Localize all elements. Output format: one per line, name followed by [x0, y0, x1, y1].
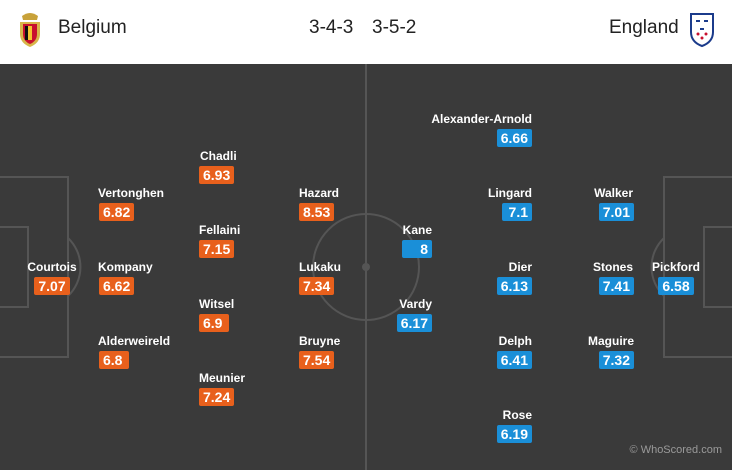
- player-rating: 6.93: [199, 166, 235, 184]
- player-name: Dier: [508, 260, 532, 274]
- home-player-chadli[interactable]: Chadli 6.93: [190, 149, 250, 185]
- home-formation: 3-4-3: [309, 17, 354, 38]
- away-player-alexander-arnold[interactable]: Alexander-Arnold 6.66: [420, 112, 536, 148]
- player-rating: 7.1: [502, 203, 532, 221]
- player-rating: 6.62: [99, 277, 135, 295]
- england-crest-icon: [688, 10, 716, 53]
- home-player-fellaini[interactable]: Fellaini 7.15: [190, 223, 250, 259]
- player-name: Rose: [502, 408, 532, 422]
- pitch-markings: [0, 64, 732, 470]
- away-player-rose[interactable]: Rose 6.19: [476, 408, 536, 444]
- home-player-meunier[interactable]: Meunier 7.24: [190, 371, 250, 407]
- player-name: Stones: [592, 260, 633, 274]
- away-player-delph[interactable]: Delph 6.41: [476, 334, 536, 370]
- away-player-maguire[interactable]: Maguire 7.32: [578, 334, 648, 370]
- home-team-name: Belgium: [58, 17, 127, 38]
- away-player-stones[interactable]: Stones 7.41: [588, 260, 648, 296]
- whoscored-credit: © WhoScored.com: [629, 444, 722, 456]
- player-rating: 6.8: [99, 351, 129, 369]
- player-name: Witsel: [199, 297, 235, 311]
- player-name: Delph: [498, 334, 532, 348]
- player-name: Hazard: [299, 186, 340, 200]
- away-player-kane[interactable]: Kane 8: [376, 223, 436, 259]
- player-name: Meunier: [199, 371, 246, 385]
- player-rating: 7.41: [598, 277, 634, 295]
- home-player-vertonghen[interactable]: Vertonghen 6.82: [88, 186, 176, 222]
- player-rating: 6.9: [199, 314, 229, 332]
- belgium-crest-icon: [16, 10, 44, 53]
- away-team-name: England: [609, 17, 679, 38]
- away-player-dier[interactable]: Dier 6.13: [476, 260, 536, 296]
- player-name: Courtois: [27, 260, 77, 274]
- player-rating: 6.19: [496, 425, 532, 443]
- player-name: Bruyne: [299, 334, 341, 348]
- player-rating: 6.41: [496, 351, 532, 369]
- match-header: Belgium 3-4-3 3-5-2 England: [0, 0, 732, 64]
- player-name: Kompany: [98, 260, 153, 274]
- player-name: Alexander-Arnold: [431, 112, 532, 126]
- player-rating: 8.53: [299, 203, 335, 221]
- player-name: Fellaini: [199, 223, 241, 237]
- player-rating: 7.32: [598, 351, 634, 369]
- home-player-witsel[interactable]: Witsel 6.9: [190, 297, 250, 333]
- away-player-lingard[interactable]: Lingard 7.1: [476, 186, 536, 222]
- player-name: Vardy: [399, 297, 432, 311]
- home-player-bruyne[interactable]: Bruyne 7.54: [290, 334, 350, 370]
- player-name: Walker: [594, 186, 633, 200]
- player-name: Alderweireld: [98, 334, 171, 348]
- pitch: Courtois 7.07 Vertonghen 6.82 Kompany 6.…: [0, 64, 732, 470]
- player-rating: 7.54: [299, 351, 335, 369]
- home-player-hazard[interactable]: Hazard 8.53: [290, 186, 350, 222]
- home-player-lukaku[interactable]: Lukaku 7.34: [290, 260, 350, 296]
- player-name: Vertonghen: [98, 186, 165, 200]
- away-player-vardy[interactable]: Vardy 6.17: [376, 297, 436, 333]
- player-rating: 6.82: [99, 203, 135, 221]
- away-formation: 3-5-2: [372, 17, 417, 38]
- player-name: Lingard: [488, 186, 532, 200]
- home-player-kompany[interactable]: Kompany 6.62: [88, 260, 176, 296]
- player-rating: 8: [402, 240, 432, 258]
- player-rating: 6.13: [496, 277, 532, 295]
- player-rating: 7.24: [199, 388, 235, 406]
- player-rating: 7.01: [598, 203, 634, 221]
- home-player-courtois[interactable]: Courtois 7.07: [22, 260, 82, 296]
- away-player-pickford[interactable]: Pickford 6.58: [646, 260, 706, 296]
- home-player-alderweireld[interactable]: Alderweireld 6.8: [88, 334, 176, 370]
- player-name: Maguire: [587, 334, 634, 348]
- player-rating: 7.15: [199, 240, 235, 258]
- player-name: Lukaku: [299, 260, 342, 274]
- player-name: Kane: [402, 223, 432, 237]
- player-rating: 7.07: [34, 277, 70, 295]
- player-name: Pickford: [651, 260, 700, 274]
- player-rating: 6.66: [496, 129, 532, 147]
- player-name: Chadli: [200, 149, 237, 163]
- player-rating: 6.17: [396, 314, 432, 332]
- away-player-walker[interactable]: Walker 7.01: [588, 186, 648, 222]
- player-rating: 7.34: [299, 277, 335, 295]
- player-rating: 6.58: [658, 277, 694, 295]
